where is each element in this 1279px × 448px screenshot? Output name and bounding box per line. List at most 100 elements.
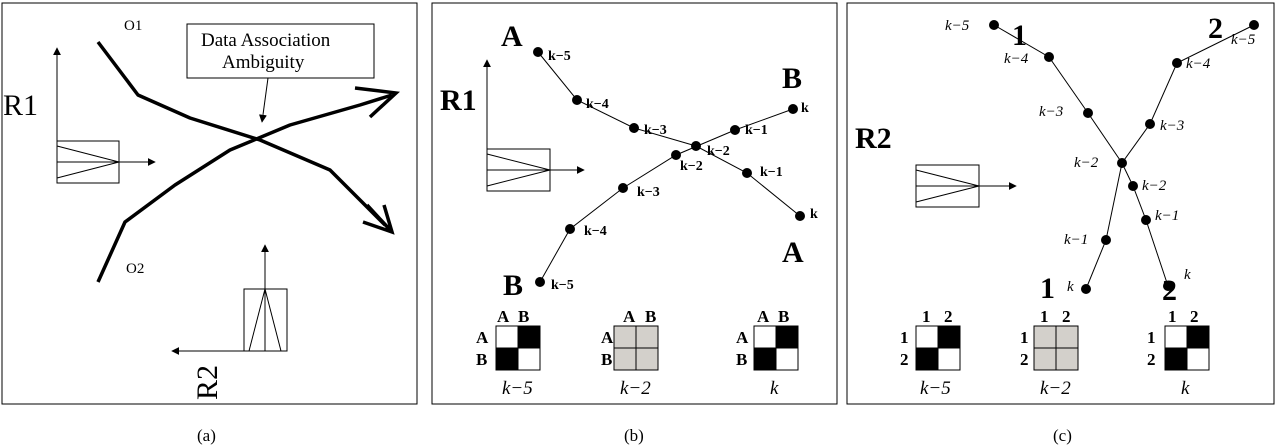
panel-c-frame — [846, 2, 1275, 405]
matrix-col-label: 2 — [944, 307, 953, 326]
matrix-c-k5: 1 2 1 2 k−5 — [900, 307, 961, 399]
matrix-row-label: A — [476, 328, 489, 347]
track-a-label-k5: k−5 — [548, 49, 571, 64]
matrix-row-label: 1 — [1147, 328, 1156, 347]
matrix-col-label: A — [757, 307, 770, 326]
matrix-col-label: B — [778, 307, 789, 326]
matrix-caption: k — [770, 378, 779, 399]
track-a-label-k3: k−3 — [644, 123, 667, 138]
track-b-label-k5: k−5 — [551, 278, 574, 293]
track-2-label-k3: k−3 — [1160, 118, 1184, 134]
track-a-point-0 — [533, 47, 543, 57]
matrix-col-label: 2 — [1062, 307, 1071, 326]
panel-c: 1 2 1 2 R2 k−5 k−4 k−3 k−2 k−1 k k−5 k−4… — [846, 2, 1275, 445]
matrix-row-label: A — [601, 328, 614, 347]
track-1-point-1 — [1044, 52, 1054, 62]
label-o2: O2 — [126, 261, 144, 277]
track-a-point-4 — [742, 168, 752, 178]
matrix-caption: k−2 — [620, 378, 651, 399]
track-b-end-label: B — [782, 62, 802, 95]
track-2-label-k2: k−2 — [1142, 178, 1167, 194]
track-2-point-5 — [1081, 284, 1091, 294]
matrix-col-label: B — [518, 307, 529, 326]
trajectory-o2 — [96, 93, 393, 283]
track-b-point-4 — [730, 125, 740, 135]
track-2-label-k4: k−4 — [1186, 56, 1211, 72]
matrix-row-label: 1 — [900, 328, 909, 347]
matrix-row-label: B — [736, 350, 747, 369]
track-b-label-k: k — [801, 101, 809, 116]
ambiguity-text-line1: Data Association — [201, 30, 331, 51]
matrix-caption: k−5 — [502, 378, 533, 399]
matrix-col-label: A — [623, 307, 636, 326]
track-b-point-5 — [788, 104, 798, 114]
matrix-row-label: B — [601, 350, 612, 369]
track-2-label-k: k — [1067, 279, 1074, 295]
sensor-r1-icon — [483, 59, 585, 192]
track-1-label-k2: k−2 — [1074, 155, 1099, 171]
track-a-label-k1: k−1 — [760, 165, 783, 180]
track-b-label-k2: k−2 — [680, 159, 703, 174]
arrowhead-o2 — [354, 86, 400, 119]
track-1-start-label: 1 — [1012, 19, 1027, 52]
track-1-point-4 — [1141, 215, 1151, 225]
matrix-b-k: A B A B k — [736, 307, 799, 399]
track-a-point-1 — [572, 95, 582, 105]
track-1-label-k: k — [1184, 267, 1191, 283]
matrix-row-label: 2 — [1020, 350, 1029, 369]
label-r1: R1 — [3, 89, 38, 122]
sensor-r2-icon — [171, 244, 288, 355]
sensor-r1-icon — [53, 47, 156, 184]
track-a-line — [537, 51, 801, 217]
track-b-point-0 — [535, 277, 545, 287]
track-2-point-1 — [1172, 58, 1182, 68]
matrix-b-k5: A B A B k−5 — [476, 307, 541, 399]
panel-a-frame — [1, 2, 418, 405]
track-1-point-5 — [1163, 281, 1173, 291]
ambiguity-text-line2: Ambiguity — [222, 52, 305, 73]
track-a-point-5 — [795, 211, 805, 221]
matrix-caption: k−5 — [920, 378, 951, 399]
track-1-label-k4: k−4 — [1004, 51, 1029, 67]
matrix-col-label: 2 — [1190, 307, 1199, 326]
matrix-row-label: B — [476, 350, 487, 369]
track-b-point-2 — [618, 183, 628, 193]
track-2-label-k5: k−5 — [1231, 32, 1256, 48]
ambiguity-pointer — [259, 77, 269, 123]
track-b-point-1 — [565, 224, 575, 234]
matrix-b-k2: A B A B k−2 — [601, 307, 659, 399]
track-2-point-4 — [1101, 235, 1111, 245]
track-1-label-k5: k−5 — [945, 18, 970, 34]
label-r2: R2 — [855, 122, 892, 155]
caption-a: (a) — [197, 426, 216, 445]
matrix-col-label: A — [497, 307, 510, 326]
matrix-col-label: 1 — [922, 307, 931, 326]
ambiguity-box — [186, 23, 375, 79]
caption-c: (c) — [1053, 426, 1072, 445]
track-1-point-0 — [989, 20, 999, 30]
matrix-row-label: 1 — [1020, 328, 1029, 347]
track-1-label-k1: k−1 — [1155, 208, 1179, 224]
matrix-c-k2: 1 2 1 2 k−2 — [1020, 307, 1079, 399]
track-a-end-label: A — [782, 236, 804, 269]
track-1-point-3 — [1117, 158, 1127, 168]
label-o1: O1 — [124, 18, 142, 34]
label-r2: R2 — [191, 365, 224, 400]
track-2-point-0 — [1249, 20, 1259, 30]
track-2-points — [1081, 20, 1259, 294]
track-a-start-label: A — [501, 20, 523, 53]
matrix-row-label: 2 — [1147, 350, 1156, 369]
track-b-start-label: B — [503, 269, 523, 302]
matrix-caption: k−2 — [1040, 378, 1071, 399]
track-1-end-label: 1 — [1040, 272, 1055, 305]
track-a-label-k2: k−2 — [707, 144, 730, 159]
track-2-label-k1: k−1 — [1064, 232, 1088, 248]
panel-b-frame — [431, 2, 838, 405]
sensor-r2-icon — [915, 164, 1017, 208]
matrix-row-label: A — [736, 328, 749, 347]
track-b-line — [539, 108, 794, 283]
trajectory-o1-path — [96, 40, 387, 227]
track-b-point-3 — [671, 150, 681, 160]
arrowhead-o1 — [362, 203, 395, 235]
